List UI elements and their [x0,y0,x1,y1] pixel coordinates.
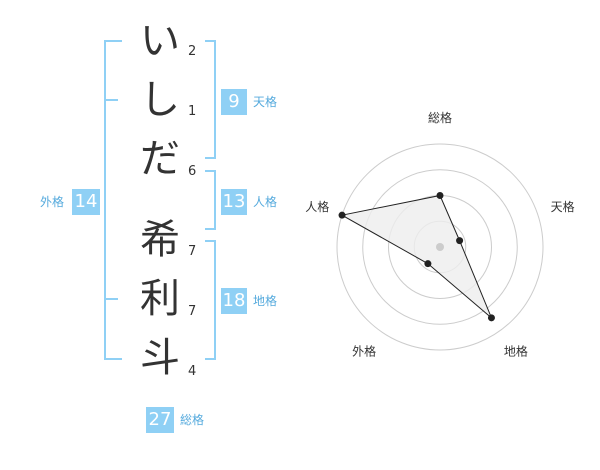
stroke-count-6: 4 [188,364,197,379]
stroke-count-2: 1 [188,104,197,119]
stroke-count-3: 6 [188,164,197,179]
given-char-2: 利 [140,276,180,322]
gaikaku-bracket [104,40,122,360]
surname-char-1: い [140,18,180,64]
soukaku-label: 総格 [180,413,205,427]
tenkaku-value: 9 [221,89,247,115]
radar-axis-label-4: 外格 [352,343,376,358]
radar-axis-label-2: 天格 [551,199,575,214]
chikaku-label: 地格 [253,294,278,308]
gaikaku-bracket-tick-2 [104,298,118,300]
stroke-count-5: 7 [188,304,197,319]
radar-ring-3 [362,169,518,325]
jinkaku-bracket [205,170,216,230]
stroke-count-1: 2 [188,44,197,59]
given-char-3: 斗 [140,335,180,381]
soukaku-value: 27 [146,407,174,433]
gaikaku-bracket-tick-1 [104,99,118,101]
stroke-count-4: 7 [188,244,197,259]
radar-point-2 [456,237,464,245]
radar-center-dot [436,243,444,251]
surname-char-2: し [140,77,180,123]
radar-point-4 [424,260,432,268]
chikaku-bracket [205,240,216,360]
radar-point-1 [436,192,444,199]
tenkaku-bracket [205,40,216,159]
radar-point-3 [487,314,495,322]
gaikaku-value: 14 [72,189,100,215]
radar-axis-label-3: 地格 [504,343,528,358]
radar-axis-label-5: 人格 [305,199,329,214]
tenkaku-label: 天格 [253,95,278,109]
radar-area [340,194,492,319]
radar-point-5 [338,211,346,219]
radar-axis-label-1: 総格 [428,110,452,125]
jinkaku-value: 13 [221,189,247,215]
jinkaku-label: 人格 [253,195,278,209]
chikaku-value: 18 [221,288,247,314]
surname-char-3: だ [140,136,180,182]
gaikaku-label: 外格 [40,195,65,209]
radar-ring-4 [336,143,544,351]
given-char-1: 希 [140,217,180,263]
